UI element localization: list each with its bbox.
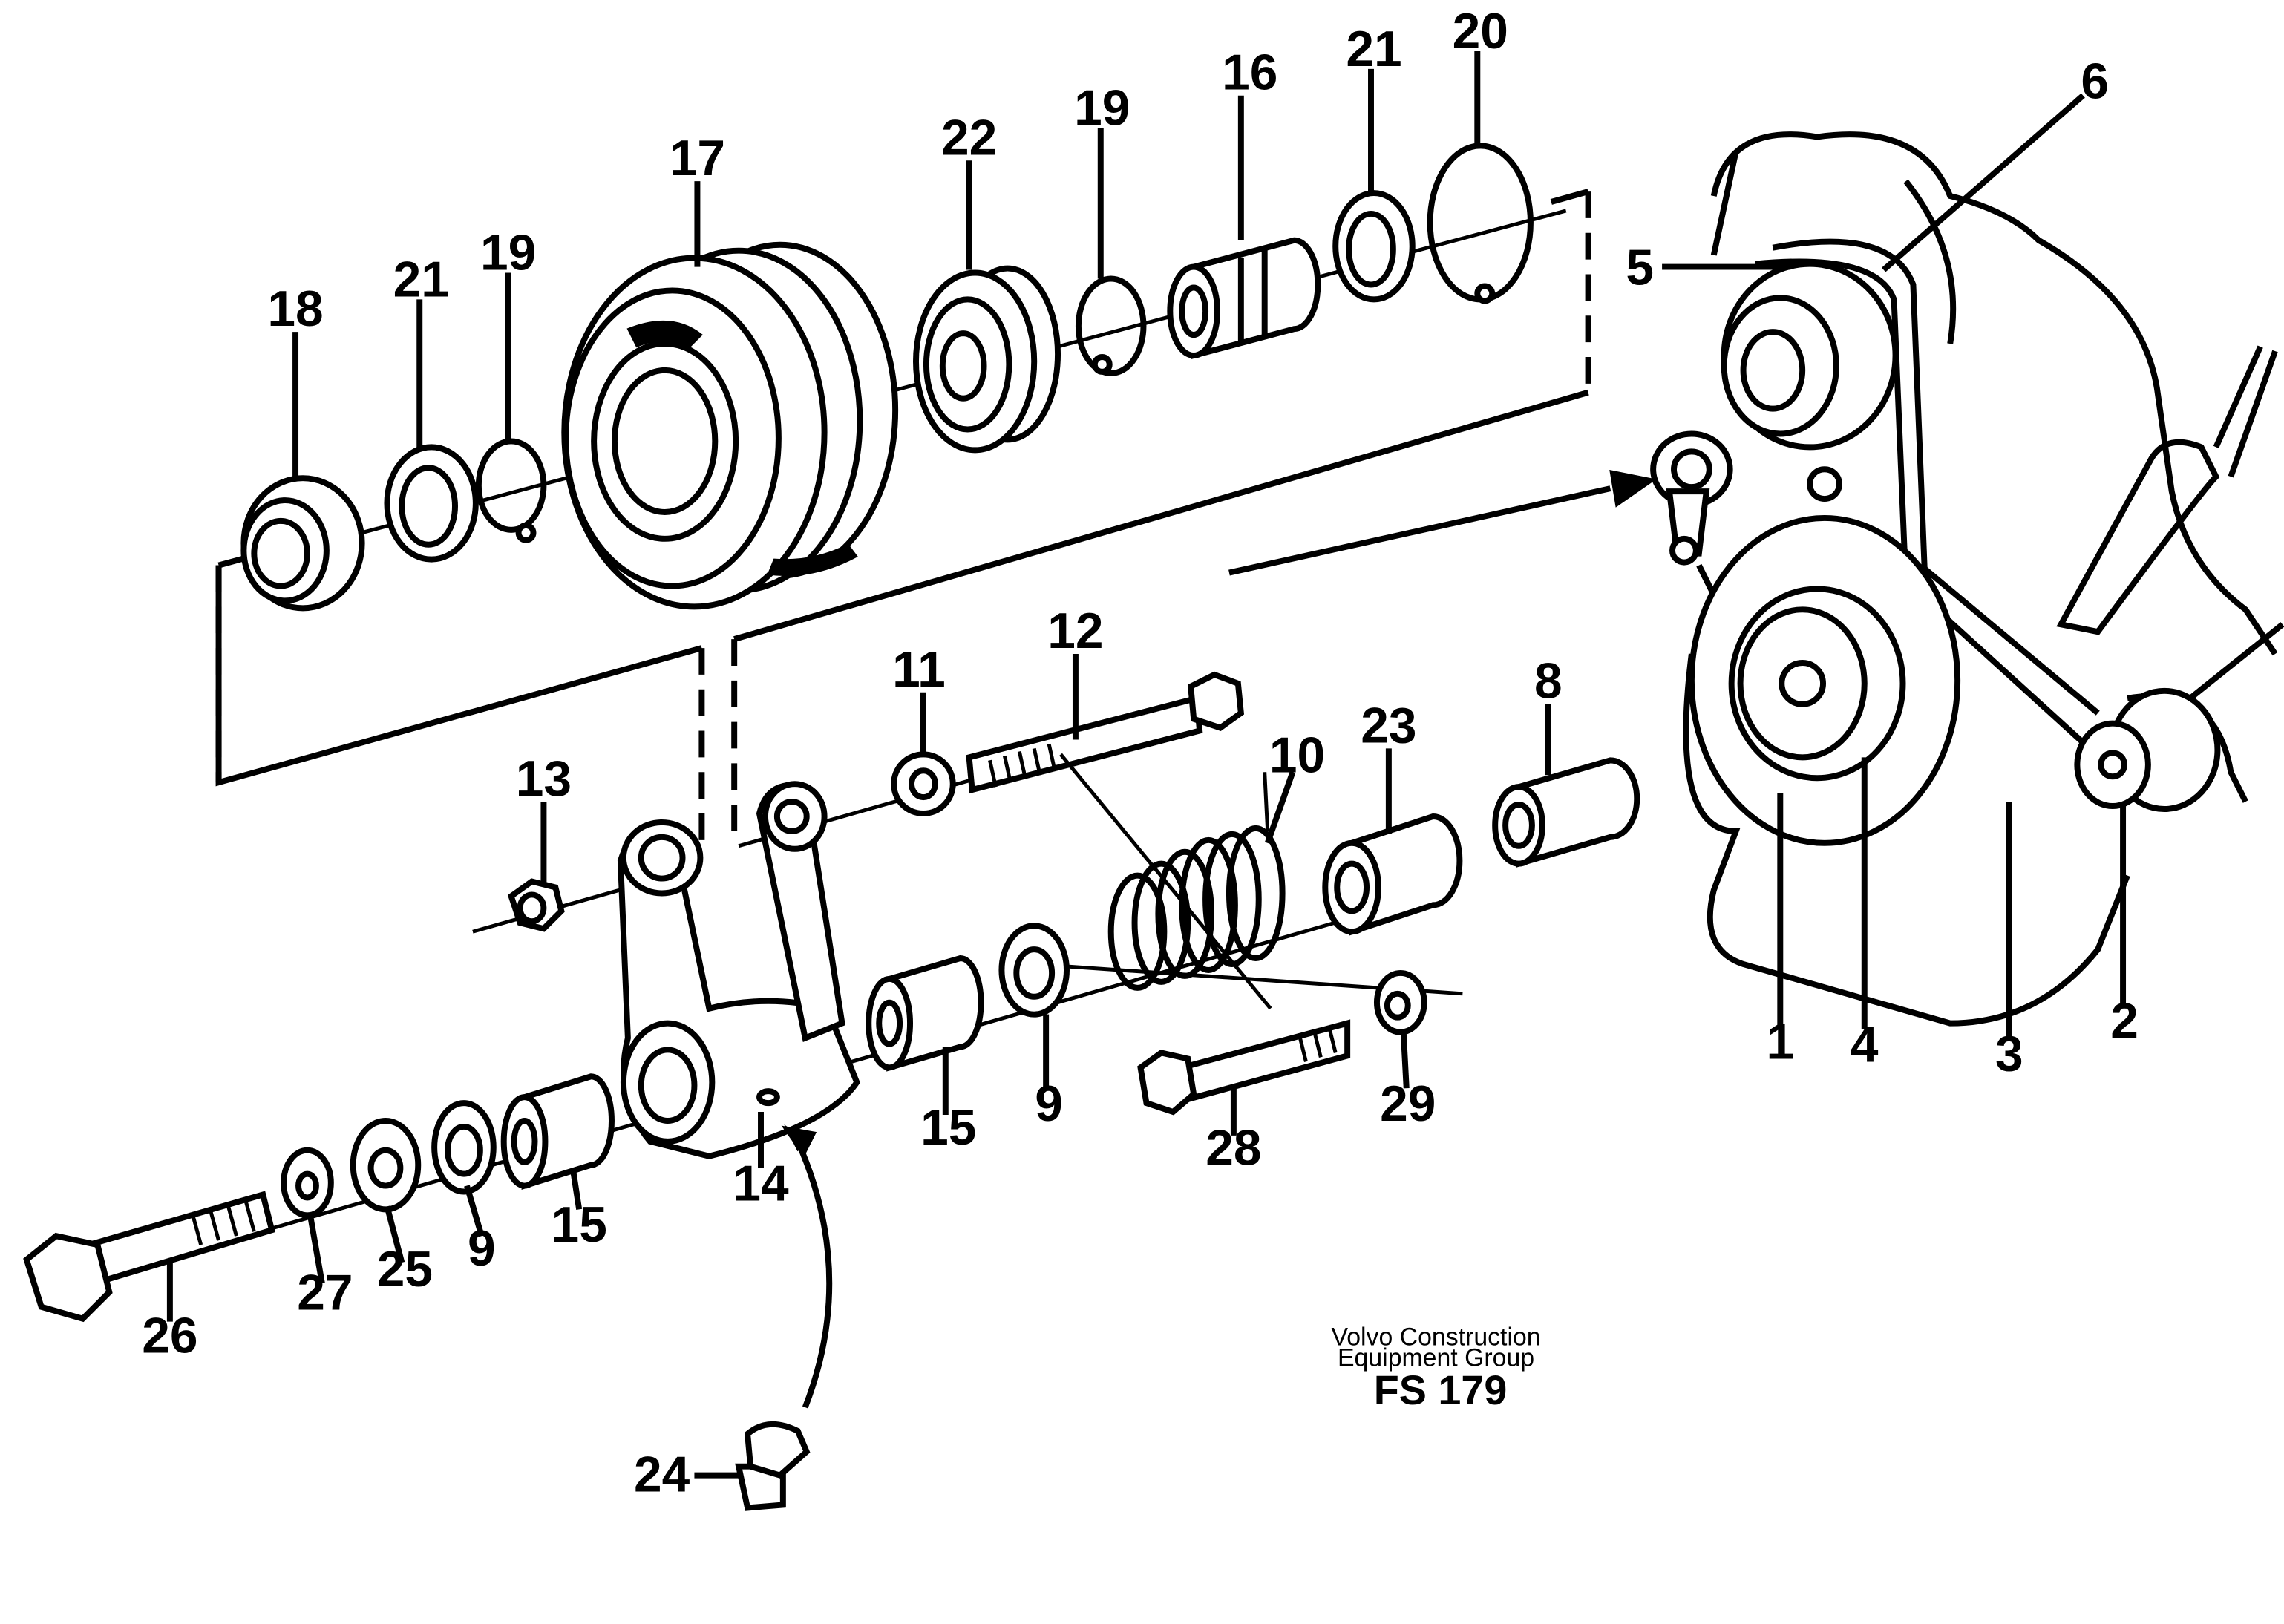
- part-23-bushing: [1322, 813, 1463, 936]
- label-19-right: 19: [1074, 81, 1130, 137]
- label-15-lower: 15: [552, 1197, 607, 1253]
- label-22: 22: [941, 110, 997, 166]
- label-17: 17: [670, 131, 725, 186]
- figure-id: FS 179: [1374, 1367, 1508, 1413]
- part-15-bushing-lower: [500, 1073, 615, 1190]
- label-27: 27: [297, 1266, 353, 1321]
- label-20: 20: [1453, 4, 1508, 59]
- label-5: 5: [1626, 240, 1654, 295]
- part-16-bushing: [1167, 237, 1321, 360]
- label-6: 6: [2081, 54, 2109, 110]
- label-16: 16: [1222, 45, 1277, 101]
- label-8: 8: [1534, 654, 1563, 710]
- leader-lines: [166, 50, 2127, 1322]
- label-2: 2: [2110, 994, 2139, 1050]
- label-23: 23: [1361, 698, 1416, 753]
- part-22-bearing: [913, 265, 1061, 454]
- part-19-circlip-left: [475, 438, 547, 543]
- label-9-lower: 9: [468, 1221, 496, 1277]
- part-13-nut: [507, 878, 565, 932]
- label-9-upper: 9: [1035, 1076, 1063, 1132]
- part-15-bushing-upper: [866, 955, 984, 1072]
- part-26-bolt: [23, 1191, 275, 1323]
- part-14-tensioner-arm: [617, 781, 860, 1159]
- part-8-sleeve: [1492, 757, 1640, 868]
- callout-labels: 1 2 3 4 5 6 8 9 9 10 11 12 13 14 15 15 1…: [142, 4, 2139, 1503]
- engine-pulley-4: [1688, 514, 1961, 846]
- label-12: 12: [1047, 603, 1103, 659]
- engine-pulley-2: [2074, 687, 2221, 812]
- label-1: 1: [1766, 1014, 1794, 1070]
- part-11-washer: [891, 751, 956, 816]
- figure-footer: Volvo Construction Equipment Group FS 17…: [1332, 1323, 1541, 1413]
- part-9-washer-upper: [998, 923, 1070, 1018]
- label-15-upper: 15: [920, 1100, 976, 1156]
- label-21-right: 21: [1346, 22, 1401, 77]
- engine-outline: [1683, 131, 2284, 1027]
- part-21-washer-left: [384, 444, 479, 563]
- part-27-washer: [281, 1147, 334, 1219]
- part-17-pulley: [561, 241, 899, 610]
- label-29: 29: [1380, 1076, 1436, 1132]
- label-3: 3: [1995, 1026, 2023, 1081]
- label-28: 28: [1205, 1121, 1261, 1176]
- engine-tensioner: [1650, 430, 1842, 566]
- label-11: 11: [892, 642, 946, 698]
- company-line-1: Volvo Construction: [1332, 1323, 1541, 1351]
- lubrication-arrow: [781, 1124, 833, 1409]
- part-28-bolt: [1137, 1019, 1351, 1116]
- label-13: 13: [516, 751, 572, 807]
- part-18-seal-nut: [240, 475, 365, 612]
- exploded-assembly-frame: [215, 189, 1591, 846]
- label-14: 14: [733, 1156, 789, 1211]
- label-25: 25: [377, 1242, 433, 1297]
- label-19-left: 19: [480, 226, 536, 281]
- label-18: 18: [267, 281, 323, 337]
- part-10-spring: [1107, 772, 1286, 991]
- part-25-washer: [350, 1117, 422, 1213]
- assembly-location-arrow: [1228, 469, 1657, 576]
- company-line-2: Equipment Group: [1338, 1343, 1534, 1372]
- part-9-washer-lower: [431, 1100, 497, 1195]
- part-24-grease-nipple: [694, 1421, 811, 1511]
- part-29-washer: [1373, 969, 1427, 1035]
- label-24: 24: [634, 1447, 690, 1503]
- label-26: 26: [142, 1308, 197, 1363]
- label-10: 10: [1269, 727, 1325, 783]
- label-21-left: 21: [393, 252, 449, 307]
- part-19-circlip-right: [1075, 275, 1147, 376]
- label-4: 4: [1851, 1017, 1879, 1073]
- part-21-washer-right: [1332, 190, 1416, 303]
- engine-pulley-5: [1721, 261, 1899, 451]
